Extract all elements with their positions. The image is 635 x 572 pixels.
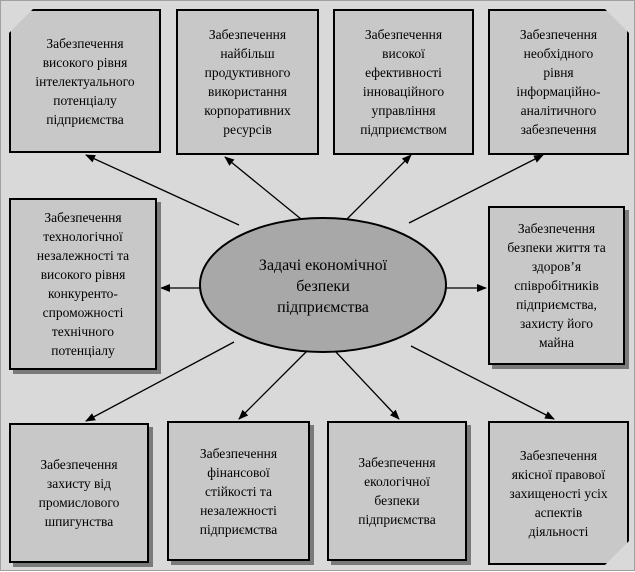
center-ellipse [199,217,447,353]
box-legal-protection: Забезпечення якісної правової захищеност… [488,421,629,565]
arrow-to-intellectual [85,154,240,226]
arrow-to-innovation [346,154,412,220]
box-intellectual-potential: Забезпечення високого рівня інтелектуаль… [9,9,161,153]
arrow-to-information [408,154,544,224]
box-innovation-management: Забезпечення високої ефективності іннова… [333,9,474,155]
arrow-to-ecological [334,350,400,420]
arrow-to-financial [238,350,308,420]
box-industrial-espionage: Забезпечення захисту від промислового шп… [9,423,149,563]
box-corporate-resources: Забезпечення найбільш продуктивного вико… [176,9,319,155]
arrow-to-espionage [85,341,235,422]
box-employee-safety: Забезпечення безпеки життя та здоров’я с… [488,206,625,365]
box-technological-independence: Забезпечення технологічної незалежності … [9,198,157,370]
box-information-support: Забезпечення необхідного рівня інформаці… [488,9,629,155]
box-financial-stability: Забезпечення фінансової стійкості та нез… [167,421,310,561]
box-ecological-safety: Забезпечення екологічної безпеки підприє… [327,421,467,561]
center-title: Задачі економічної безпеки підприємства [258,256,388,316]
arrow-to-corporate [224,156,302,220]
arrow-to-legal [410,345,555,420]
